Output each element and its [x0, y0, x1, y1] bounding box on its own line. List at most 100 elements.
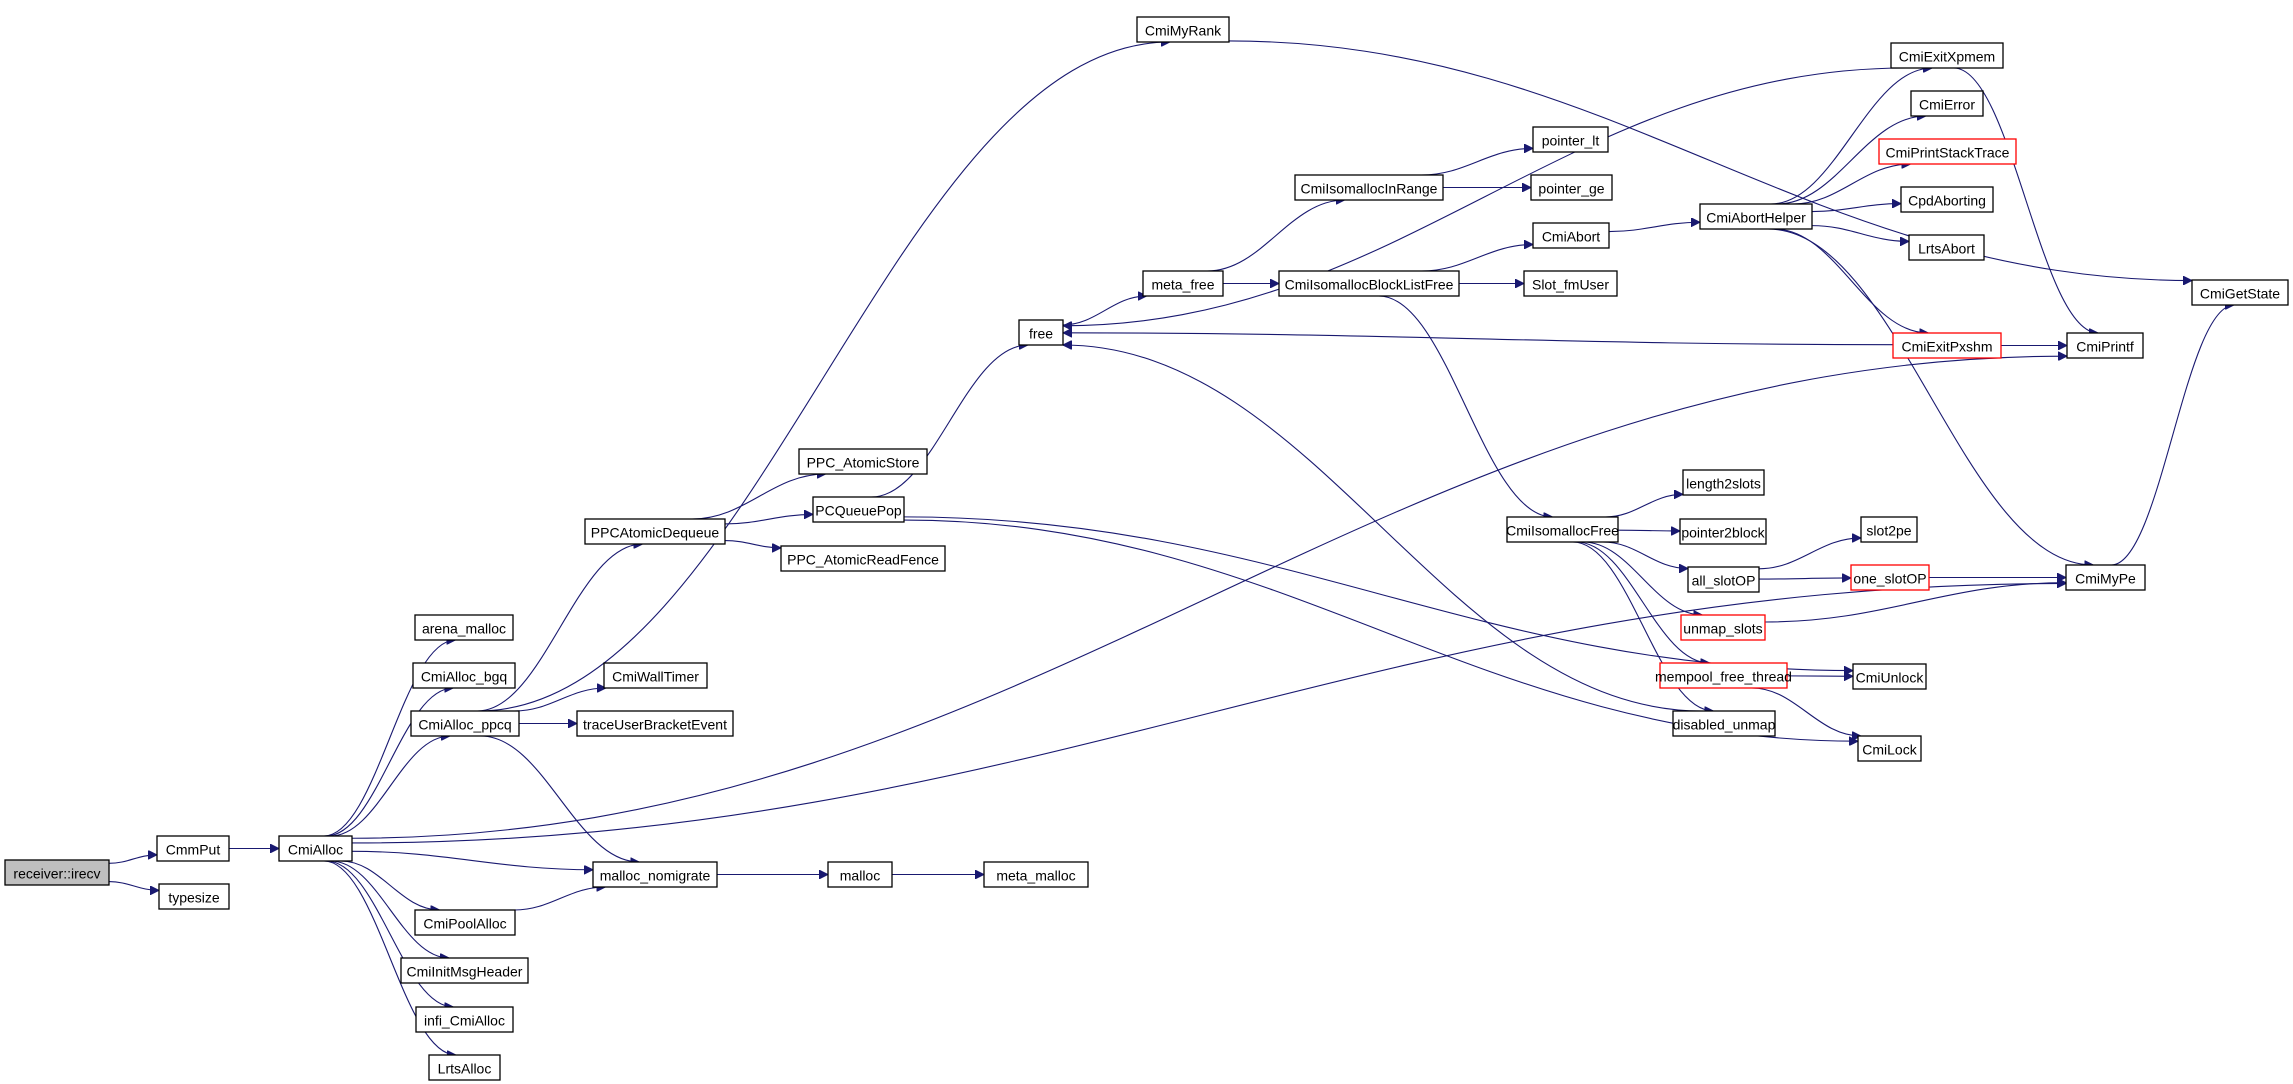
node-cmi-error[interactable]: CmiError: [1910, 90, 1984, 117]
edge-cmi-alloc-to-cmi-alloc-bgq: [326, 688, 453, 837]
node-label: PPC_AtomicStore: [807, 455, 920, 471]
node-ppcatomic-dequeue[interactable]: PPCAtomicDequeue: [584, 518, 726, 545]
node-label: CmiGetState: [2200, 286, 2280, 302]
node-pointer-lt[interactable]: pointer_lt: [1532, 126, 1609, 153]
node-free[interactable]: free: [1018, 319, 1064, 346]
edge-cmi-my-pe-to-cmi-get-state: [2111, 305, 2234, 566]
edge-cmi-alloc-to-arena-malloc: [323, 640, 456, 837]
node-arena-malloc[interactable]: arena_malloc: [414, 614, 514, 641]
node-receiver-irecv[interactable]: receiver::irecv: [4, 859, 110, 886]
node-cmi-get-state[interactable]: CmiGetState: [2191, 279, 2289, 306]
node-length2slots[interactable]: length2slots: [1682, 469, 1765, 496]
node-label: Slot_fmUser: [1532, 277, 1609, 293]
node-box: [1679, 518, 1767, 545]
node-ppc-atomic-read-fence[interactable]: PPC_AtomicReadFence: [780, 545, 946, 572]
node-meta-malloc[interactable]: meta_malloc: [983, 861, 1089, 888]
node-box: [1687, 566, 1760, 593]
node-box: [1680, 614, 1766, 641]
node-label: CmiPrintStackTrace: [1886, 145, 2010, 161]
edge-cmi-alloc-ppcq-to-ppcatomic-dequeue: [477, 544, 642, 712]
node-label: CmiExitPxshm: [1901, 339, 1992, 355]
edge-receiver-irecv-to-cmm-put: [108, 855, 157, 864]
node-cmi-pool-alloc[interactable]: CmiPoolAlloc: [414, 909, 516, 936]
node-box: [1857, 735, 1922, 762]
node-ppc-atomic-store[interactable]: PPC_AtomicStore: [798, 448, 928, 475]
node-label: CmiAlloc_bgq: [421, 669, 507, 685]
node-disabled-unmap[interactable]: disabled_unmap: [1672, 710, 1776, 737]
node-cmi-isomalloc-block-list-free[interactable]: CmiIsomallocBlockListFree: [1278, 270, 1460, 297]
node-cmi-unlock[interactable]: CmiUnlock: [1852, 663, 1927, 690]
node-cmi-printf[interactable]: CmiPrintf: [2066, 332, 2144, 359]
node-cmm-put[interactable]: CmmPut: [156, 835, 230, 862]
node-box: [1852, 663, 1927, 690]
node-label: CmiUnlock: [1856, 670, 1925, 686]
node-box: [2066, 332, 2144, 359]
node-box: [2065, 564, 2146, 591]
edge-ppcatomic-dequeue-to-pcqueue-pop: [724, 514, 813, 525]
node-trace-user-bracket-event[interactable]: traceUserBracketEvent: [576, 710, 734, 737]
node-box: [827, 861, 893, 888]
node-box: [983, 861, 1089, 888]
edge-cmi-alloc-to-cmi-my-pe: [351, 583, 2066, 844]
node-cmi-alloc-ppcq[interactable]: CmiAlloc_ppcq: [410, 710, 520, 737]
node-label: malloc_nomigrate: [600, 868, 711, 884]
node-mempool-free-thread[interactable]: mempool_free_thread: [1655, 662, 1792, 689]
node-box: [412, 662, 516, 689]
node-malloc[interactable]: malloc: [827, 861, 893, 888]
node-cmi-print-stack-trace[interactable]: CmiPrintStackTrace: [1878, 138, 2017, 165]
node-cmi-wall-timer[interactable]: CmiWallTimer: [603, 662, 708, 689]
node-cmi-exit-xpmem[interactable]: CmiExitXpmem: [1890, 42, 2004, 69]
edge-ppcatomic-dequeue-to-ppc-atomic-store: [692, 474, 826, 520]
node-slot-fm-user[interactable]: Slot_fmUser: [1523, 270, 1618, 297]
node-box: [592, 861, 718, 888]
node-box: [428, 1054, 501, 1081]
edges-layer: [108, 40, 2234, 1055]
edge-cmi-pool-alloc-to-malloc-nomigrate: [514, 887, 605, 911]
node-cmi-my-pe[interactable]: CmiMyPe: [2065, 564, 2146, 591]
node-cmi-isomalloc-free[interactable]: CmiIsomallocFree: [1506, 516, 1619, 543]
node-slot2pe[interactable]: slot2pe: [1860, 516, 1918, 543]
node-pointer-ge[interactable]: pointer_ge: [1530, 174, 1613, 201]
node-cmi-alloc[interactable]: CmiAlloc: [278, 835, 353, 862]
node-label: one_slotOP: [1853, 571, 1926, 587]
node-typesize[interactable]: typesize: [158, 883, 230, 910]
node-label: PPCAtomicDequeue: [591, 525, 720, 541]
edge-cmi-isomalloc-in-range-to-pointer-lt: [1421, 148, 1533, 176]
edge-cmi-abort-helper-to-lrts-abort: [1811, 225, 1909, 242]
node-box: [1860, 516, 1918, 543]
node-box: [1659, 662, 1788, 689]
node-lrts-abort[interactable]: LrtsAbort: [1908, 234, 1985, 261]
node-pointer2block[interactable]: pointer2block: [1679, 518, 1767, 545]
node-box: [414, 909, 516, 936]
node-cpd-aborting[interactable]: CpdAborting: [1900, 186, 1994, 213]
edge-cmi-isomalloc-free-to-pointer2block: [1617, 530, 1680, 531]
node-malloc-nomigrate[interactable]: malloc_nomigrate: [592, 861, 718, 888]
node-lrts-alloc[interactable]: LrtsAlloc: [428, 1054, 501, 1081]
edge-cmi-exit-xpmem-to-free: [1063, 67, 1907, 326]
node-label: infi_CmiAlloc: [424, 1013, 505, 1029]
edge-all-slot-op-to-slot2pe: [1758, 538, 1861, 570]
node-label: PPC_AtomicReadFence: [787, 552, 939, 568]
node-cmi-isomalloc-in-range[interactable]: CmiIsomallocInRange: [1294, 174, 1444, 201]
node-cmi-exit-pxshm[interactable]: CmiExitPxshm: [1892, 332, 2002, 359]
node-cmi-init-msg-header[interactable]: CmiInitMsgHeader: [400, 957, 529, 984]
node-all-slot-op[interactable]: all_slotOP: [1687, 566, 1760, 593]
edge-meta-free-to-cmi-isomalloc-in-range: [1207, 200, 1345, 272]
node-box: [400, 957, 529, 984]
node-label: CmiIsomallocBlockListFree: [1285, 277, 1454, 293]
edge-cmi-alloc-to-cmi-init-msg-header: [330, 860, 449, 958]
node-infi-cmi-alloc[interactable]: infi_CmiAlloc: [415, 1006, 514, 1033]
node-unmap-slots[interactable]: unmap_slots: [1680, 614, 1766, 641]
node-cmi-abort[interactable]: CmiAbort: [1532, 222, 1610, 249]
node-meta-free[interactable]: meta_free: [1142, 270, 1224, 297]
edge-cmi-my-rank-to-cmi-get-state: [1228, 40, 2192, 281]
node-pcqueue-pop[interactable]: PCQueuePop: [812, 496, 905, 523]
edge-cmi-alloc-ppcq-to-cmi-wall-timer: [514, 688, 606, 712]
node-cmi-abort-helper[interactable]: CmiAbortHelper: [1699, 203, 1813, 230]
node-one-slot-op[interactable]: one_slotOP: [1850, 564, 1930, 591]
node-cmi-my-rank[interactable]: CmiMyRank: [1136, 16, 1230, 43]
edge-cmi-isomalloc-free-to-unmap-slots: [1582, 541, 1703, 615]
node-cmi-alloc-bgq[interactable]: CmiAlloc_bgq: [412, 662, 516, 689]
node-cmi-lock[interactable]: CmiLock: [1857, 735, 1922, 762]
